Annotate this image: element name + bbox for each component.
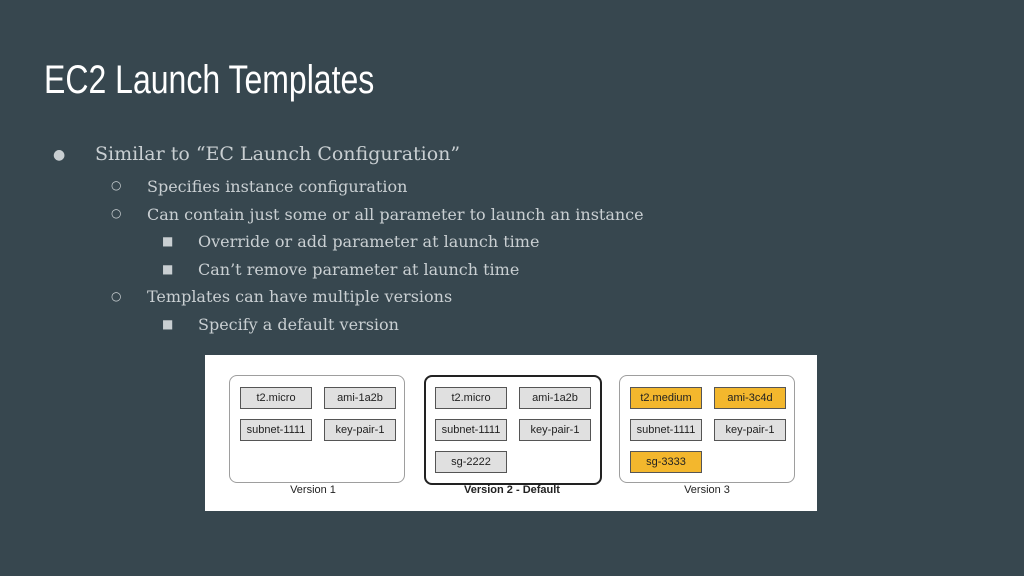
version-1-label: Version 1 — [290, 484, 336, 496]
chip-key-pair: key-pair-1 — [324, 419, 396, 441]
bullet-level3: Can’t remove parameter at launch time — [198, 260, 520, 279]
bullet-level2: Templates can have multiple versions — [147, 287, 453, 306]
bullet-level3: Specify a default version — [198, 315, 399, 334]
chip-instance-type: t2.micro — [435, 387, 507, 409]
bullet-marker: ■ — [162, 262, 174, 276]
bullet-level2: Can contain just some or all parameter t… — [147, 205, 644, 224]
chip-subnet: subnet-1111 — [240, 419, 312, 441]
versions-diagram: t2.micro ami-1a2b subnet-1111 key-pair-1… — [205, 355, 817, 511]
chip-instance-type: t2.micro — [240, 387, 312, 409]
bullet-marker: ■ — [162, 234, 174, 248]
version-1-box: t2.micro ami-1a2b subnet-1111 key-pair-1 — [229, 375, 405, 483]
bullet-marker: ○ — [111, 206, 122, 220]
bullet-level1: Similar to “EC Launch Configuration” — [95, 143, 461, 165]
bullet-marker: ○ — [111, 289, 122, 303]
bullet-level3: Override or add parameter at launch time — [198, 232, 540, 251]
version-2-label: Version 2 - Default — [464, 484, 560, 496]
chip-key-pair: key-pair-1 — [714, 419, 786, 441]
bullet-marker: ● — [53, 147, 66, 163]
chip-ami: ami-1a2b — [519, 387, 591, 409]
chip-subnet: subnet-1111 — [435, 419, 507, 441]
version-2-box: t2.micro ami-1a2b subnet-1111 key-pair-1… — [424, 375, 602, 485]
bullet-level2: Specifies instance configuration — [147, 177, 408, 196]
version-3-box: t2.medium ami-3c4d subnet-1111 key-pair-… — [619, 375, 795, 483]
chip-ami: ami-3c4d — [714, 387, 786, 409]
chip-ami: ami-1a2b — [324, 387, 396, 409]
bullet-marker: ■ — [162, 317, 174, 331]
chip-key-pair: key-pair-1 — [519, 419, 591, 441]
chip-subnet: subnet-1111 — [630, 419, 702, 441]
chip-security-group: sg-2222 — [435, 451, 507, 473]
version-3-label: Version 3 — [684, 484, 730, 496]
slide-title: EC2 Launch Templates — [44, 58, 375, 102]
chip-instance-type: t2.medium — [630, 387, 702, 409]
bullet-marker: ○ — [111, 178, 122, 192]
chip-security-group: sg-3333 — [630, 451, 702, 473]
